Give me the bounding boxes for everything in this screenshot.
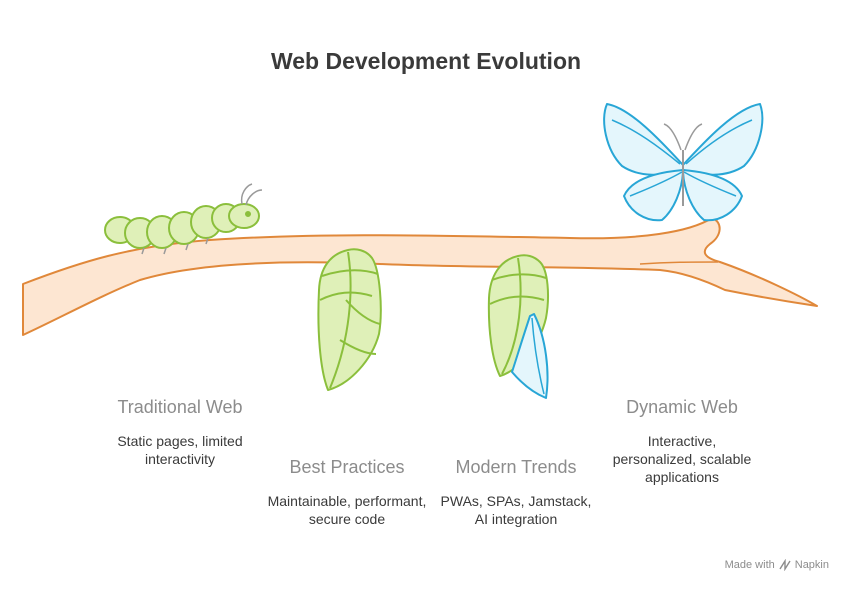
stage-title: Modern Trends: [455, 457, 577, 477]
stage-traditional-web: Traditional Web Static pages, limited in…: [95, 397, 265, 468]
caterpillar-icon: [104, 183, 263, 255]
brand-label: Napkin: [794, 559, 829, 571]
emerging-chrysalis-icon: [487, 254, 549, 399]
stage-description: Maintainable, performant, secure code: [267, 493, 427, 527]
stage-description: Static pages, limited interactivity: [117, 433, 243, 467]
napkin-logo-icon: [779, 559, 791, 571]
stage-title: Best Practices: [289, 457, 405, 477]
made-with-footer: Made with Napkin: [725, 559, 829, 571]
chrysalis-icon: [317, 248, 382, 391]
stage-title: Dynamic Web: [626, 397, 738, 417]
stage-description: Interactive, personalized, scalable appl…: [612, 433, 752, 485]
diagram-title: Web Development Evolution: [270, 48, 582, 74]
made-with-label: Made with: [724, 559, 775, 571]
stage-modern-trends: Modern Trends PWAs, SPAs, Jamstack, AI i…: [437, 457, 595, 528]
stage-title: Traditional Web: [117, 397, 243, 417]
stage-description: PWAs, SPAs, Jamstack, AI integration: [440, 493, 592, 527]
butterfly-icon: [603, 103, 764, 222]
stage-best-practices: Best Practices Maintainable, performant,…: [266, 457, 428, 528]
branch: [22, 217, 818, 336]
stage-dynamic-web: Dynamic Web Interactive, personalized, s…: [607, 397, 757, 486]
